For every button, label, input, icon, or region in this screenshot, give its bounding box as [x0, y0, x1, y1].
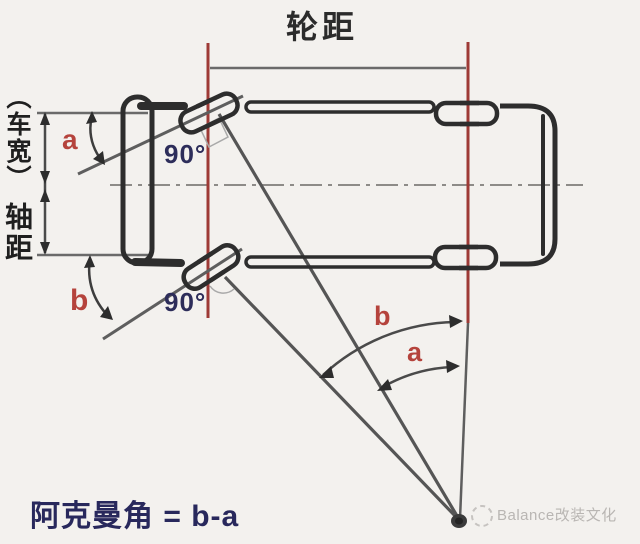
ninety-degree-label-bottom: 90°: [164, 287, 207, 317]
steering-projection-lines: [217, 113, 462, 523]
angle-a-label-left: a: [62, 124, 78, 155]
side-rail-bottom: [244, 255, 436, 269]
steer-angle-arcs-right: [319, 315, 463, 391]
wheel-plane-lines: [77, 94, 244, 341]
inner-wheel-projection-line: [223, 275, 462, 523]
right-angle-arc-bottom: [209, 285, 235, 294]
rear-wheel-top: [433, 100, 500, 127]
dim-arrow-mid-up: [40, 189, 50, 202]
steered-wheel-inner: [181, 243, 241, 291]
angle-a-label-right: a: [407, 337, 423, 367]
inner-wheel-plane-line: [102, 247, 243, 341]
left-dimension: [37, 111, 150, 257]
wheelbase-label: 轴距: [2, 202, 33, 264]
front-bumper: [120, 94, 155, 266]
ackermann-formula: 阿克曼角 = b-a: [30, 500, 240, 533]
steering-convergence-point: [451, 514, 467, 528]
rear-axle-extension-line: [458, 322, 470, 520]
left-dimension-labels: （车宽） 轴距: [2, 84, 33, 264]
car-body: [120, 94, 558, 269]
ninety-degree-label-top: 90°: [164, 139, 207, 169]
angle-b-label-right: b: [374, 301, 391, 331]
arc-a-right: [380, 365, 453, 390]
car-width-label: （车宽）: [3, 84, 31, 192]
rear-bumper: [500, 103, 558, 267]
dashed-circle-icon: [471, 505, 493, 527]
side-rail-top: [244, 100, 436, 114]
watermark-text: Balance改装文化: [497, 507, 617, 524]
steer-angle-arcs-left: [84, 111, 113, 320]
wheels: [178, 91, 500, 291]
arc-b-right: [322, 320, 456, 376]
dim-arrow-mid-down: [40, 171, 50, 184]
dim-arrow-up: [40, 112, 50, 125]
outer-wheel-projection-line: [217, 113, 462, 522]
track-width-label: 轮距: [286, 9, 359, 45]
rear-wheel-bottom: [432, 244, 499, 271]
front-bottom-bar: [131, 258, 185, 267]
angle-b-label-left: b: [70, 284, 89, 317]
steered-wheel-outer: [178, 91, 240, 135]
dim-arrow-down: [40, 242, 50, 255]
outer-wheel-plane-line: [77, 94, 244, 176]
